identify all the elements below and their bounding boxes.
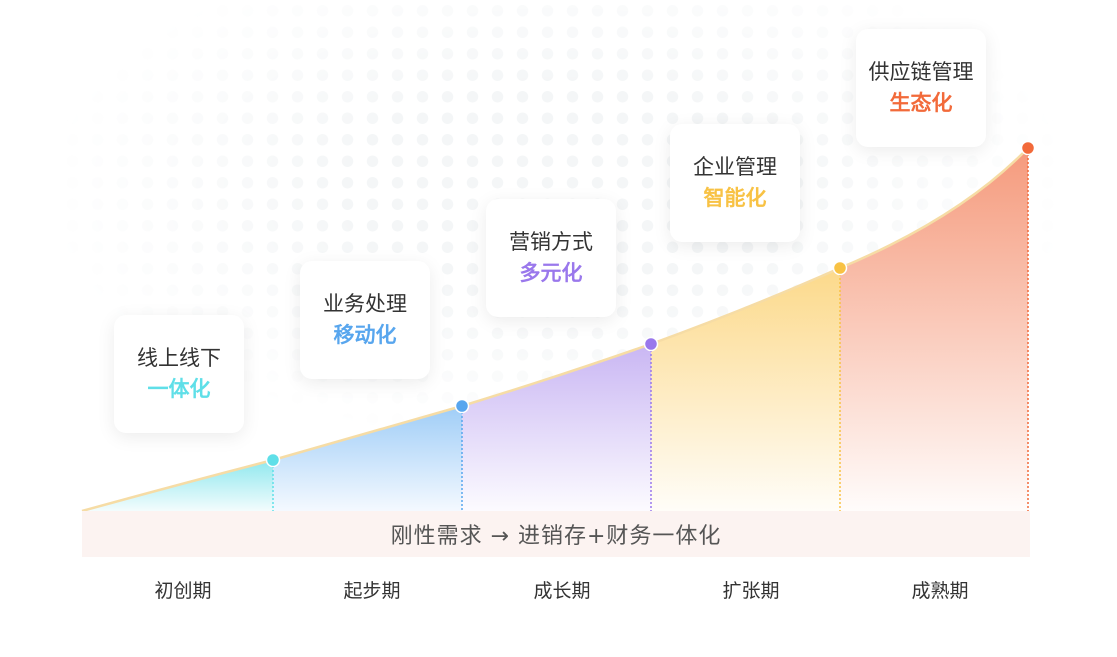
card-mature: 供应链管理 生态化	[856, 29, 986, 147]
card-title: 营销方式	[509, 230, 593, 254]
data-point-2	[454, 398, 470, 414]
card-title: 线上线下	[137, 346, 221, 370]
card-highlight: 生态化	[889, 91, 953, 115]
stage-label-initial: 起步期	[343, 580, 401, 602]
segment-3-area	[462, 344, 651, 511]
data-point-3	[643, 336, 659, 352]
card-highlight: 一体化	[147, 377, 211, 401]
card-title: 企业管理	[693, 155, 777, 179]
stage-label-growth: 成长期	[533, 580, 591, 602]
card-startup: 线上线下 一体化	[114, 315, 244, 433]
stage-label-expansion: 扩张期	[722, 580, 780, 602]
card-growth: 营销方式 多元化	[486, 199, 616, 317]
card-expansion: 企业管理 智能化	[670, 124, 800, 242]
card-highlight: 多元化	[519, 261, 583, 285]
segment-2-area	[273, 406, 462, 511]
data-point-5	[1020, 140, 1036, 156]
card-highlight: 移动化	[333, 323, 397, 347]
card-title: 供应链管理	[868, 60, 974, 84]
card-initial: 业务处理 移动化	[300, 261, 430, 379]
curve-line	[81, 147, 1029, 513]
data-point-4	[832, 260, 848, 276]
card-title: 业务处理	[323, 292, 407, 316]
segment-4-area	[651, 268, 840, 511]
data-point-1	[265, 452, 281, 468]
segment-5-area	[840, 148, 1028, 511]
stage-label-mature: 成熟期	[911, 580, 969, 602]
stage-label-startup: 初创期	[154, 580, 212, 602]
requirement-banner: 刚性需求 → 进销存+财务一体化	[82, 511, 1030, 557]
card-highlight: 智能化	[703, 186, 767, 210]
